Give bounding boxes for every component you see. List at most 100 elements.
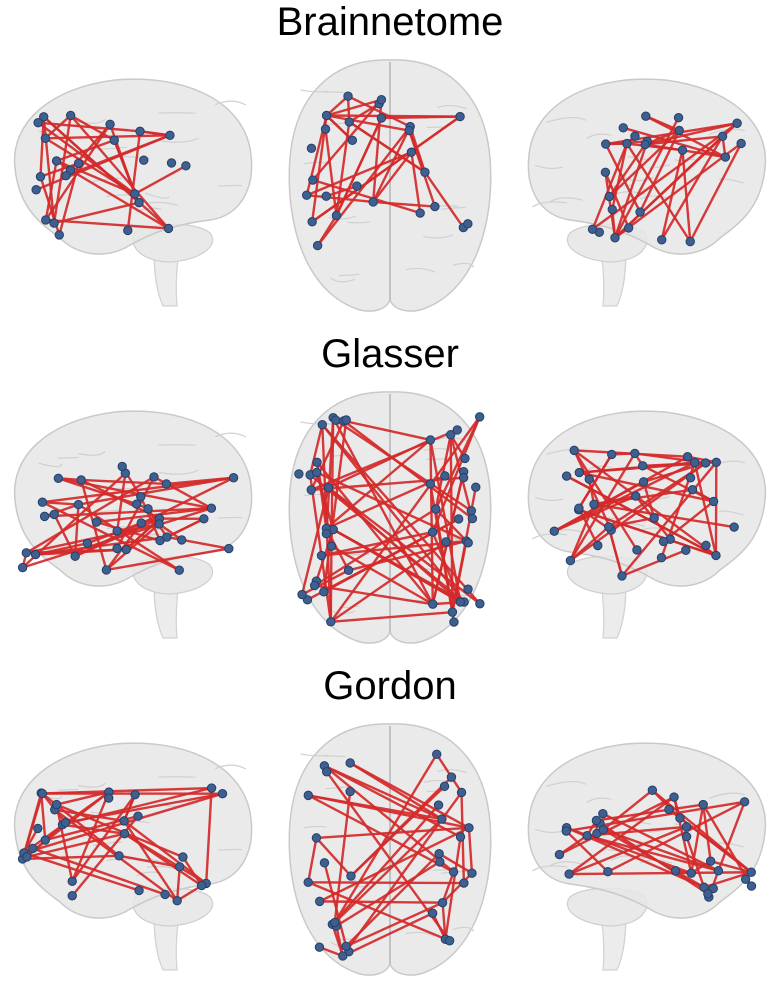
connection-edge <box>342 419 474 520</box>
connection-edge <box>43 507 213 518</box>
gyrus-fold <box>610 855 646 862</box>
connection-edge <box>77 476 235 506</box>
gyrus-fold <box>214 764 247 770</box>
region-node <box>475 599 485 609</box>
region-node <box>224 543 234 554</box>
region-node <box>458 473 469 483</box>
connection-edge <box>308 423 324 477</box>
gyrus-fold <box>323 754 346 758</box>
connection-edge <box>625 142 692 243</box>
region-node <box>326 617 336 627</box>
connection-edge <box>333 817 444 924</box>
glasser-right-network <box>549 445 739 581</box>
brainnetome-left-network <box>31 110 191 240</box>
connection-edge <box>316 214 338 247</box>
gordon-views <box>13 723 767 976</box>
gyrus-fold <box>531 533 568 540</box>
connection-edge <box>434 507 456 624</box>
connection-edge <box>327 486 482 605</box>
gyrus-fold <box>426 458 447 460</box>
region-node <box>440 471 450 481</box>
connection-edge <box>327 438 432 489</box>
region-node <box>711 550 721 561</box>
connection-edge <box>346 94 412 128</box>
connection-edge <box>306 836 318 884</box>
region-node <box>341 941 351 951</box>
connection-edge <box>34 535 169 556</box>
region-node <box>51 799 62 810</box>
region-node <box>130 189 140 199</box>
region-node <box>307 217 317 227</box>
connection-edge <box>709 859 753 874</box>
gyrus-fold <box>347 553 370 556</box>
atlas-title-brainnetome: Brainnetome <box>276 0 504 44</box>
region-node <box>40 133 51 143</box>
region-node <box>589 499 599 510</box>
region-node <box>604 522 614 532</box>
region-node <box>119 816 129 826</box>
connection-edge <box>592 494 637 506</box>
region-node <box>60 817 71 828</box>
connection-edge <box>325 98 383 117</box>
gyrus-fold <box>145 192 170 199</box>
connection-edge <box>69 114 170 230</box>
region-node <box>136 518 146 528</box>
region-node <box>61 170 71 181</box>
connection-edge <box>122 819 179 902</box>
region-node <box>112 543 122 554</box>
region-node <box>720 152 731 162</box>
connection-edge <box>331 416 434 606</box>
region-node <box>352 181 362 191</box>
connection-edge <box>36 121 142 133</box>
connection-edge <box>332 528 466 604</box>
connection-edge <box>349 785 446 878</box>
connection-edge <box>604 171 630 230</box>
region-node <box>698 799 708 810</box>
gyrus-fold <box>217 848 243 851</box>
connection-edge <box>44 218 170 230</box>
region-node <box>17 562 28 573</box>
gyrus-fold <box>452 262 475 268</box>
region-node <box>574 467 585 478</box>
region-node <box>630 448 640 459</box>
region-node <box>35 171 46 182</box>
region-node <box>326 541 337 551</box>
region-node <box>206 503 217 513</box>
region-node <box>217 789 228 799</box>
region-node <box>598 808 608 819</box>
region-node <box>681 822 692 832</box>
connection-edge <box>325 114 411 132</box>
region-node <box>623 223 634 233</box>
connection-edge <box>315 461 434 606</box>
region-node <box>687 484 698 495</box>
region-node <box>73 499 84 510</box>
region-node <box>632 545 642 555</box>
cerebrum-shape <box>527 410 767 587</box>
gyrus-fold <box>57 788 79 791</box>
region-node <box>163 223 174 234</box>
gyrus-fold <box>217 184 243 187</box>
region-node <box>37 497 48 507</box>
region-node <box>736 138 746 149</box>
region-node <box>343 565 354 576</box>
connection-edge <box>660 135 724 241</box>
gyrus-fold <box>546 780 587 787</box>
region-node <box>28 843 38 854</box>
region-node <box>649 513 659 523</box>
gyrus-fold <box>217 516 243 519</box>
region-node <box>30 549 41 560</box>
connection-edge <box>591 142 629 231</box>
region-node <box>314 942 325 952</box>
region-node <box>603 867 613 877</box>
region-node <box>346 871 356 881</box>
region-node <box>746 867 756 877</box>
gyrus-fold <box>708 792 746 799</box>
connection-edge <box>322 418 348 594</box>
connection-edge <box>604 142 642 214</box>
region-node <box>584 474 594 484</box>
connection-edge <box>139 495 162 542</box>
region-node <box>135 126 145 136</box>
region-node <box>368 197 378 207</box>
connection-edge <box>307 794 455 874</box>
region-node <box>317 419 327 430</box>
